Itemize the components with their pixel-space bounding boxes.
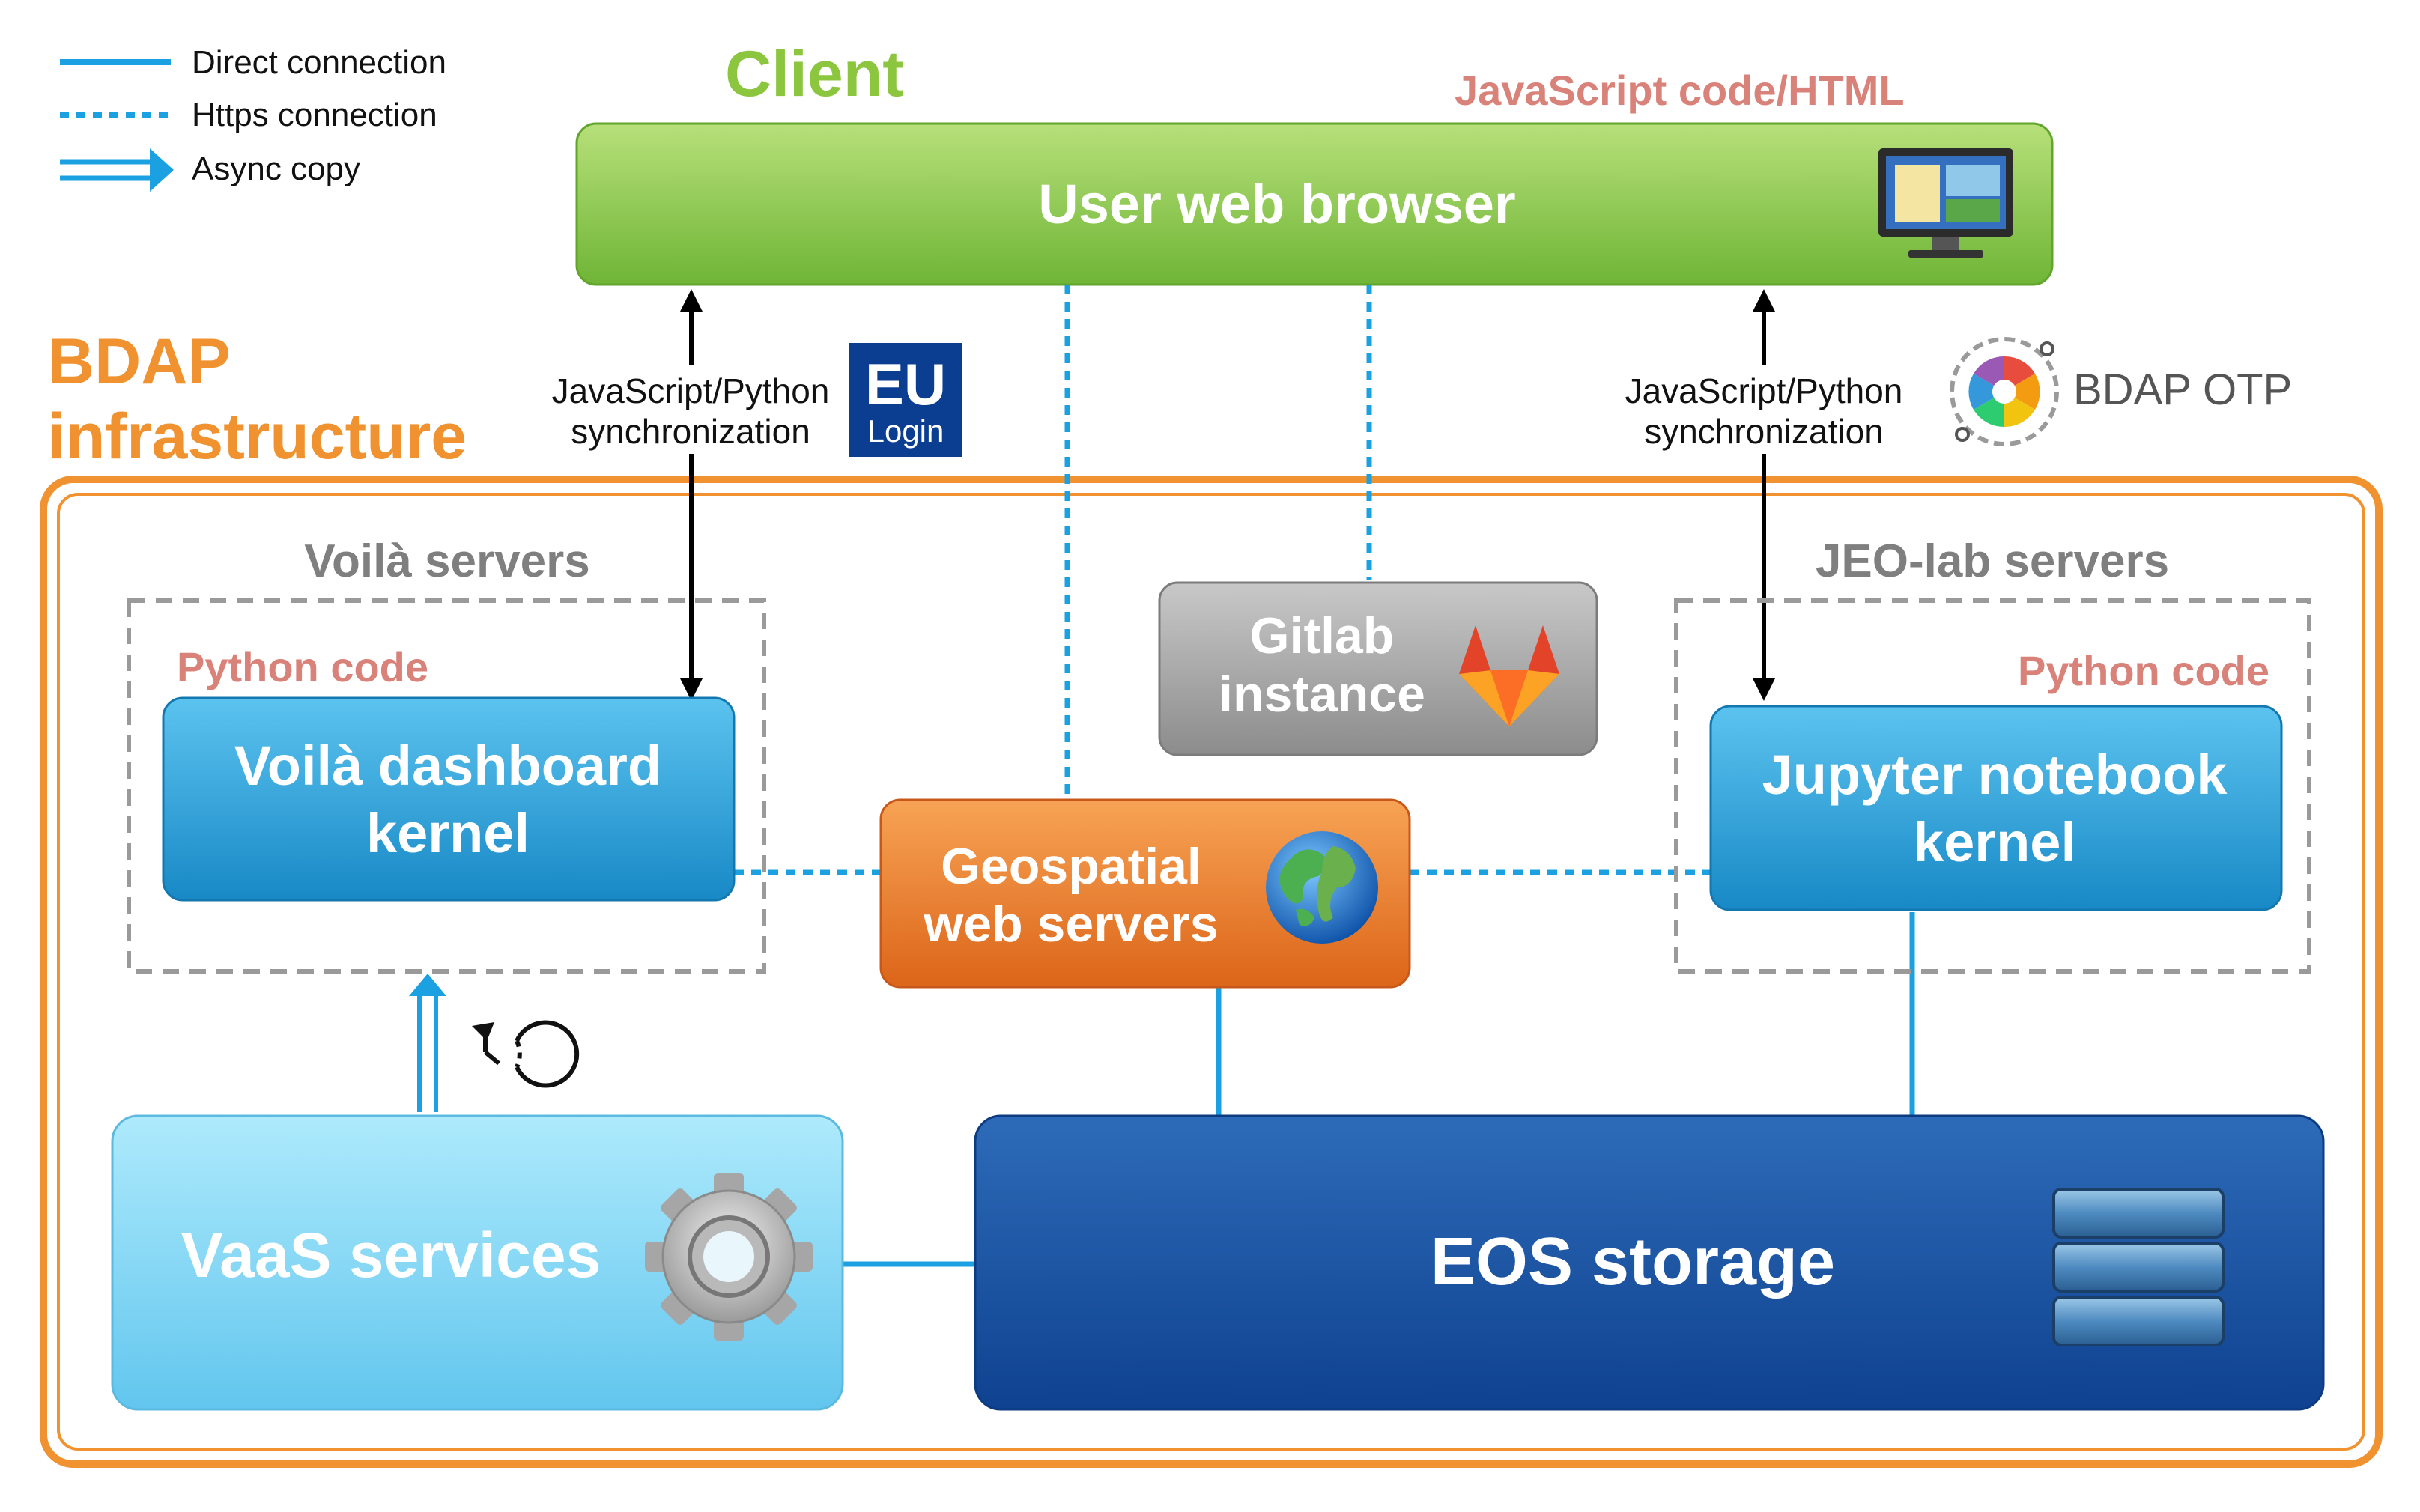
geo-line2: web servers xyxy=(923,896,1218,953)
geo-line1: Geospatial xyxy=(941,838,1201,895)
jupyter-kernel-line2: kernel xyxy=(1913,811,2076,873)
bdap-otp-logo: BDAP OTP xyxy=(1950,337,2292,446)
eu-login-logo: EU Login xyxy=(849,343,962,457)
jupyter-notebook-kernel-box: Jupyter notebook kernel xyxy=(1709,705,2283,911)
jeolab-code-label: Python code xyxy=(2018,647,2269,694)
voila-group-title: Voilà servers xyxy=(304,535,589,587)
voila-code-label: Python code xyxy=(177,643,428,690)
sync-right-line2: synchronization xyxy=(1644,412,1884,451)
vaas-label: VaaS services xyxy=(181,1220,601,1290)
jupyter-kernel-line1: Jupyter notebook xyxy=(1762,744,2228,806)
eos-label: EOS storage xyxy=(1431,1224,1835,1299)
geospatial-web-servers-box: Geospatial web servers xyxy=(879,798,1411,989)
jeolab-servers-group xyxy=(1674,598,2311,974)
clock-icon xyxy=(472,1020,580,1088)
vaas-services-box: VaaS services xyxy=(111,1114,844,1411)
sync-left-line1: JavaScript/Python xyxy=(552,371,830,410)
eu-login-line2: Login xyxy=(867,413,944,449)
user-web-browser-label: User web browser xyxy=(1038,173,1515,235)
voila-kernel-line2: kernel xyxy=(366,802,530,864)
eos-storage-box: EOS storage xyxy=(974,1114,2325,1411)
bdap-infrastructure-frame xyxy=(40,476,2383,1468)
jeolab-group-title: JEO-lab servers xyxy=(1816,535,2169,587)
legend-async-arrow xyxy=(60,148,174,192)
gitlab-line1: Gitlab xyxy=(1250,607,1395,664)
globe-icon xyxy=(1266,831,1378,944)
legend: Direct connection Https connection Async… xyxy=(60,44,446,192)
legend-https-label: Https connection xyxy=(192,97,437,133)
legend-direct-label: Direct connection xyxy=(192,44,446,81)
voila-servers-group xyxy=(127,598,766,974)
database-icon xyxy=(2052,1188,2225,1346)
client-code-label: JavaScript code/HTML xyxy=(1455,67,1905,114)
bdap-title-line2: infrastructure xyxy=(48,401,467,473)
gitlab-instance-box: Gitlab instance xyxy=(1158,581,1598,756)
user-web-browser-box: User web browser xyxy=(575,122,2054,286)
client-title: Client xyxy=(725,38,904,110)
voila-dashboard-kernel-box: Voilà dashboard kernel xyxy=(162,696,736,902)
legend-async-label: Async copy xyxy=(192,151,360,187)
gitlab-line2: instance xyxy=(1219,666,1425,723)
voila-kernel-line1: Voilà dashboard xyxy=(234,735,661,797)
sync-left-line2: synchronization xyxy=(571,412,810,451)
bdap-otp-label: BDAP OTP xyxy=(2073,365,2292,414)
aperture-icon xyxy=(1968,356,2040,428)
gear-icon xyxy=(645,1173,813,1341)
sync-right-line1: JavaScript/Python xyxy=(1625,371,1903,410)
async-copy-arrow xyxy=(409,974,446,1112)
monitor-icon xyxy=(1878,148,2013,258)
eu-login-line1: EU xyxy=(865,351,946,417)
bdap-title-line1: BDAP xyxy=(48,326,231,398)
gitlab-fox-icon xyxy=(1459,625,1559,726)
